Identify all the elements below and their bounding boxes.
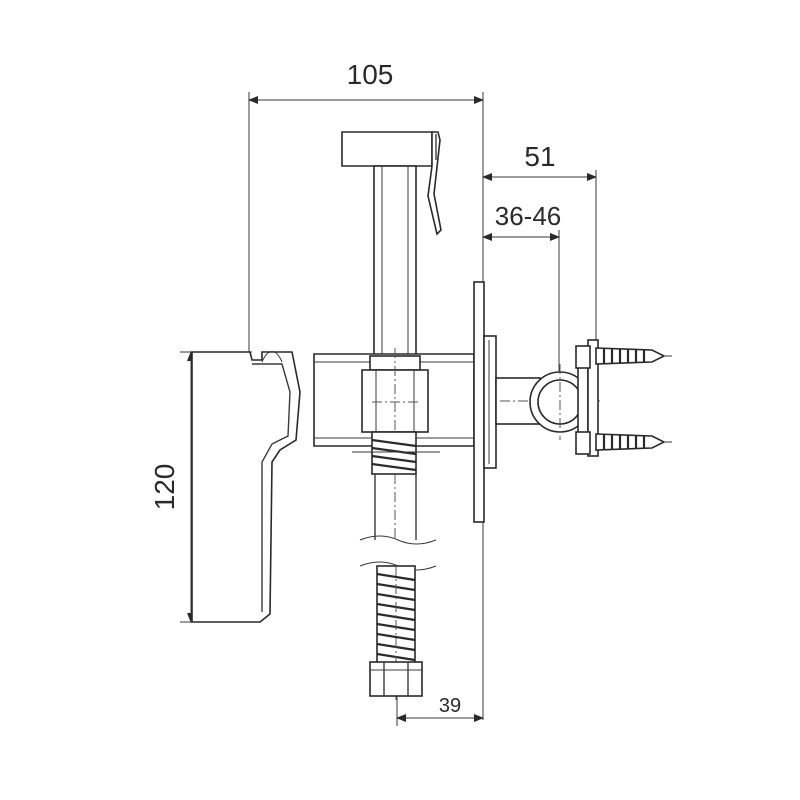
- hose-upper: [359, 474, 437, 545]
- dimension-label-36-46: 36-46: [495, 201, 562, 231]
- mounting-bracket: [587, 339, 599, 457]
- dimension-label-105: 105: [347, 59, 394, 90]
- sprayer-handle-stem: [373, 165, 417, 359]
- hex-nut: [369, 661, 423, 697]
- dimension-overall-width: 105: [248, 59, 484, 720]
- upper-screw: [575, 345, 672, 369]
- dimension-hose-offset: 39: [396, 690, 484, 726]
- wall-plate: [473, 281, 497, 523]
- lever-handle: [191, 351, 301, 623]
- sprayer-head: [341, 131, 442, 236]
- dimension-label-39: 39: [439, 695, 461, 717]
- dimension-label-51: 51: [524, 141, 555, 172]
- lower-screw: [575, 431, 672, 455]
- dimension-label-120: 120: [149, 464, 180, 511]
- dimension-wall-range: 36-46: [482, 201, 562, 372]
- hose-connector: [361, 348, 429, 440]
- dimension-bracket-offset: 51: [482, 141, 597, 350]
- thread-section: [352, 431, 440, 475]
- hose-lower: [359, 561, 437, 700]
